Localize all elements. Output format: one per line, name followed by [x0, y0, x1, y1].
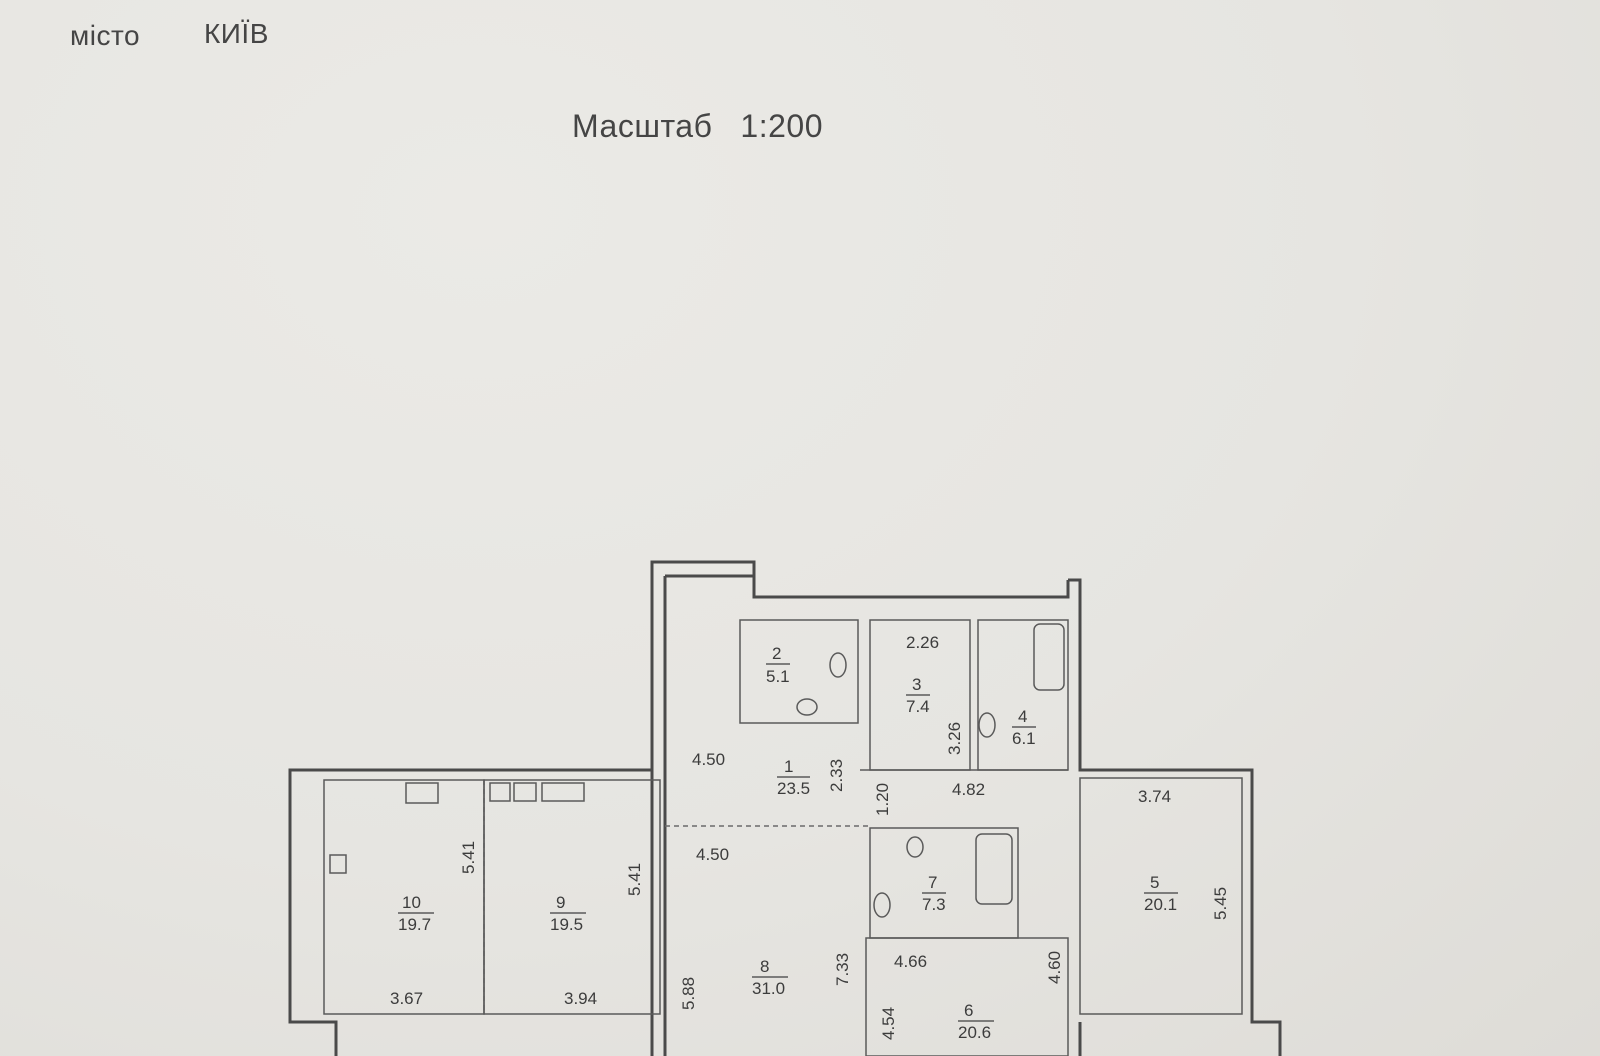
svg-text:3: 3 — [912, 675, 921, 694]
cabinet-icon-2 — [513, 782, 537, 802]
svg-text:20.6: 20.6 — [958, 1023, 991, 1042]
svg-text:5: 5 — [1150, 873, 1159, 892]
svg-text:8: 8 — [760, 957, 769, 976]
outer-walls — [288, 560, 1282, 1056]
interior-walls — [323, 619, 1243, 1056]
room-6: 6 20.6 — [958, 1001, 994, 1042]
dim-2-33: 2.33 — [827, 759, 846, 792]
room-4: 4 6.1 — [1012, 707, 1036, 748]
svg-text:6.1: 6.1 — [1012, 729, 1036, 748]
dim-3-67: 3.67 — [390, 989, 423, 1008]
room-3: 3 7.4 — [906, 675, 930, 716]
city-value: КИЇВ — [204, 18, 269, 49]
cabinet-icon-3 — [541, 782, 585, 802]
svg-text:19.7: 19.7 — [398, 915, 431, 934]
stove-icon — [405, 782, 439, 804]
dim-4-60: 4.60 — [1045, 951, 1064, 984]
city-label: місто — [70, 20, 141, 51]
svg-text:20.1: 20.1 — [1144, 895, 1177, 914]
dim-3-74: 3.74 — [1138, 787, 1171, 806]
dim-1-20: 1.20 — [873, 783, 892, 816]
svg-text:7: 7 — [928, 873, 937, 892]
boiler-icon — [329, 854, 347, 874]
dim-4-50-mid: 4.50 — [696, 845, 729, 864]
bathtub-icon-4 — [1033, 623, 1065, 691]
dim-5-45: 5.45 — [1211, 887, 1230, 920]
room-2: 2 5.1 — [766, 644, 790, 686]
room-labels: 2 5.1 3 7.4 4 6.1 1 23.5 5 — [398, 644, 1178, 1042]
svg-text:9: 9 — [556, 893, 565, 912]
room-10: 10 19.7 — [398, 893, 434, 934]
dim-7-33: 7.33 — [833, 953, 852, 986]
dim-3-26: 3.26 — [945, 722, 964, 755]
bathtub-icon-7 — [975, 833, 1013, 905]
toilet-icon-4 — [978, 712, 996, 738]
svg-text:6: 6 — [964, 1001, 973, 1020]
svg-text:5.1: 5.1 — [766, 667, 790, 686]
svg-text:7.3: 7.3 — [922, 895, 946, 914]
svg-text:23.5: 23.5 — [777, 779, 810, 798]
dim-5-41-a: 5.41 — [459, 841, 478, 874]
svg-text:19.5: 19.5 — [550, 915, 583, 934]
room-1: 1 23.5 — [777, 757, 810, 798]
dim-4-82: 4.82 — [952, 780, 985, 799]
svg-text:31.0: 31.0 — [752, 979, 785, 998]
dim-5-41-b: 5.41 — [625, 863, 644, 896]
svg-text:4: 4 — [1018, 707, 1027, 726]
dim-4-50-top: 4.50 — [692, 750, 725, 769]
dim-4-66: 4.66 — [894, 952, 927, 971]
fixtures — [329, 623, 1065, 918]
dimension-labels: 2.26 3.26 4.50 2.33 1.20 4.82 3.74 4.50 … — [390, 633, 1230, 1040]
room-7: 7 7.3 — [922, 873, 946, 914]
dim-5-88: 5.88 — [679, 977, 698, 1010]
room-9: 9 19.5 — [550, 893, 586, 934]
svg-text:7.4: 7.4 — [906, 697, 930, 716]
toilet-icon-7 — [873, 892, 891, 918]
cabinet-icon-1 — [489, 782, 511, 802]
svg-text:2: 2 — [772, 644, 781, 663]
toilet-icon-2 — [829, 652, 847, 678]
dim-3-94: 3.94 — [564, 989, 597, 1008]
dim-4-54: 4.54 — [879, 1007, 898, 1040]
svg-text:1: 1 — [784, 757, 793, 776]
svg-text:10: 10 — [402, 893, 421, 912]
scale-label: Масштаб — [572, 108, 713, 144]
dim-2-26: 2.26 — [906, 633, 939, 652]
sink-icon-2 — [796, 698, 818, 716]
room-5: 5 20.1 — [1144, 873, 1178, 914]
sink-icon-7 — [906, 836, 924, 858]
scale-caption: Масштаб 1:200 — [572, 108, 823, 145]
room-8: 8 31.0 — [752, 957, 788, 998]
scale-value: 1:200 — [740, 108, 823, 144]
